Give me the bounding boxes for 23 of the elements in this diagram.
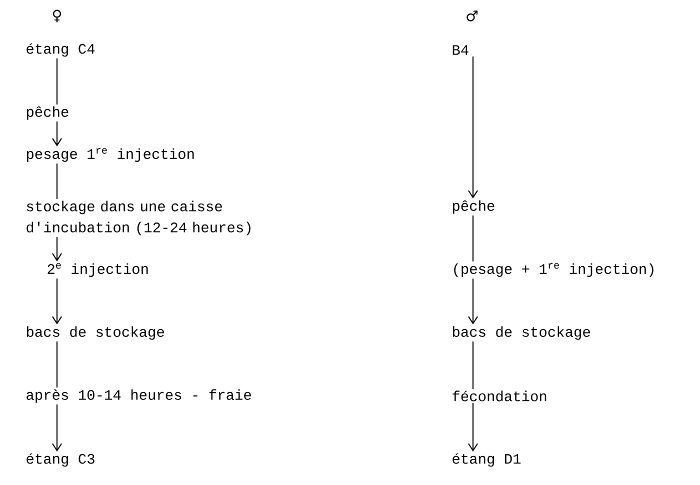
step-text: fécondation [452, 390, 546, 402]
step-text: stockage dans une caisse d'incubation (12-24 heures) [26, 200, 250, 236]
step-text: étang C4 [26, 43, 95, 57]
sex-symbol: ♂ [466, 10, 478, 22]
arrow [468, 56, 478, 199]
sex-symbol: ♀ [52, 10, 62, 22]
step-text: pesage 1$^{re}$ injection [26, 148, 194, 162]
step-text: étang D1 [452, 453, 521, 467]
step-text: pêche [26, 106, 68, 120]
arrow [468, 403, 478, 452]
step-text: après 10-14 heures - fraie [26, 389, 251, 403]
step-text: pêche [452, 200, 494, 214]
step-text: étang C3 [26, 453, 94, 467]
arrow [52, 121, 62, 146]
arrow [52, 278, 62, 325]
arrow [52, 404, 62, 452]
step-text: B4 [452, 45, 468, 55]
step-text: 2$^{e}$ injection [48, 263, 148, 277]
arrow [468, 278, 478, 325]
arrow [52, 236, 62, 262]
step-text: bacs de stockage [452, 326, 590, 340]
step-text: bacs de stockage [26, 326, 164, 340]
step-text: (pesage + 1$^{re}$ injection) [454, 263, 654, 277]
